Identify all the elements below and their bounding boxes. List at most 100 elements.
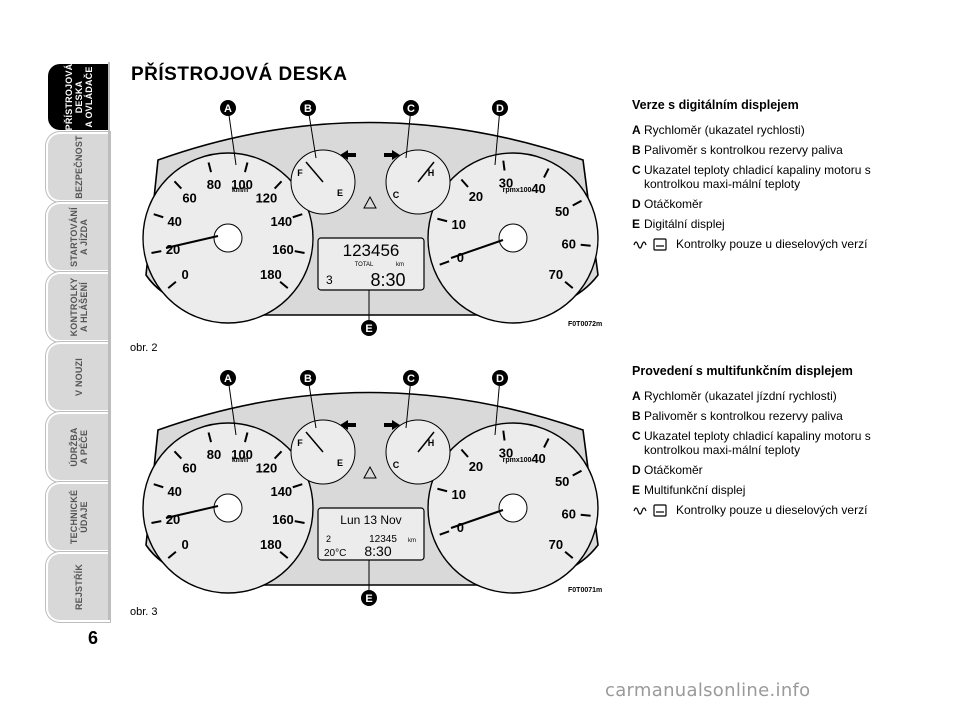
speed-tick bbox=[153, 213, 164, 219]
rail-divider bbox=[108, 62, 110, 620]
speedometer-hub bbox=[213, 493, 243, 523]
tab-rejstrik[interactable]: REJSTŘÍK bbox=[46, 552, 110, 622]
speed-tick-label: 120 bbox=[256, 190, 278, 205]
speed-tick bbox=[173, 180, 183, 190]
speed-tick-label: 100 bbox=[231, 177, 253, 192]
callout-label: E bbox=[365, 593, 372, 605]
display-odometer: 123456 bbox=[343, 241, 400, 260]
tab-v-nouzi[interactable]: V NOUZI bbox=[46, 342, 110, 412]
callout-badge bbox=[300, 100, 316, 116]
rpm-tick-label: 40 bbox=[531, 181, 545, 196]
callout-leader bbox=[307, 377, 317, 429]
speed-tick-label: 140 bbox=[270, 214, 292, 229]
callout-label: D bbox=[496, 103, 504, 115]
callout-leader bbox=[494, 107, 501, 166]
rpm-unit-label: rpmx100 bbox=[503, 457, 532, 464]
right-turn-icon bbox=[384, 150, 400, 160]
rpm-tick bbox=[564, 550, 574, 559]
fuel-full-label: F bbox=[297, 168, 303, 178]
speed-tick-label: 160 bbox=[272, 242, 294, 257]
rpm-tick-label: 70 bbox=[549, 267, 563, 282]
temp-hot-label: H bbox=[428, 168, 435, 178]
speed-tick bbox=[173, 450, 183, 460]
fuel-needle bbox=[305, 431, 324, 453]
rpm-tick bbox=[502, 430, 506, 441]
rpm-tick bbox=[564, 280, 574, 289]
speed-tick-label: 80 bbox=[207, 447, 221, 462]
display-temperature: 20°C bbox=[324, 548, 346, 559]
callout-leader bbox=[307, 107, 317, 159]
display-odometer: 12345 bbox=[369, 534, 397, 545]
speed-tick bbox=[151, 520, 162, 525]
temp-cold-label: C bbox=[393, 190, 400, 200]
tachometer-needle bbox=[450, 239, 504, 259]
speed-tick bbox=[292, 483, 303, 489]
callout-leader bbox=[405, 107, 412, 159]
display-small-value: 2 bbox=[326, 534, 331, 544]
callout-badge bbox=[220, 100, 236, 116]
tachometer-needle bbox=[450, 509, 504, 529]
speed-tick bbox=[243, 162, 249, 173]
tab-technicke-udaje[interactable]: TECHNICKÉ ÚDAJE bbox=[46, 482, 110, 552]
speed-tick bbox=[273, 450, 283, 460]
display-date: Lun 13 Nov bbox=[340, 513, 401, 527]
tachometer-hub bbox=[498, 223, 528, 253]
right-turn-icon bbox=[384, 420, 400, 430]
left-turn-icon bbox=[340, 150, 356, 160]
rpm-tick bbox=[543, 168, 550, 178]
tab-udrzba[interactable]: ÚDRŽBA A PÉČE bbox=[46, 412, 110, 482]
display-total-label: TOTAL bbox=[355, 262, 374, 268]
tab-startovani[interactable]: STARTOVÁNÍ A JÍZDA bbox=[46, 202, 110, 272]
fuel-full-label: F bbox=[297, 438, 303, 448]
callout-label: D bbox=[496, 373, 504, 385]
page-number: 6 bbox=[88, 628, 99, 648]
rpm-tick-label: 20 bbox=[469, 459, 483, 474]
figure-caption: obr. 2 bbox=[130, 342, 158, 354]
speed-tick bbox=[294, 520, 305, 525]
rpm-tick bbox=[437, 487, 448, 493]
hazard-icon bbox=[363, 465, 377, 479]
rpm-tick-label: 30 bbox=[499, 175, 513, 190]
rpm-tick-label: 50 bbox=[555, 204, 569, 219]
callout-label: B bbox=[304, 103, 312, 115]
speed-tick-label: 20 bbox=[166, 242, 180, 257]
speed-tick-label: 160 bbox=[272, 512, 294, 527]
tab-pristrojova-deska[interactable]: PŘÍSTROJOVÁ DESKA A OVLÁDAČE bbox=[46, 62, 110, 132]
display-odometer-unit: km bbox=[396, 262, 404, 268]
fuel-empty-label: E bbox=[337, 188, 343, 198]
callout-badge bbox=[403, 370, 419, 386]
temp-needle bbox=[417, 431, 435, 453]
callout-label: B bbox=[304, 373, 312, 385]
hazard-icon bbox=[363, 195, 377, 209]
callout-badge bbox=[220, 370, 236, 386]
speed-tick bbox=[153, 483, 164, 489]
callout-label: A bbox=[224, 103, 232, 115]
callout-badge bbox=[361, 320, 377, 336]
speed-tick bbox=[243, 432, 249, 443]
rpm-tick bbox=[439, 260, 450, 266]
callout-badge bbox=[492, 370, 508, 386]
callout-leader bbox=[227, 377, 237, 436]
rpm-tick bbox=[460, 178, 469, 188]
rpm-tick-label: 0 bbox=[457, 250, 464, 265]
display-time: 8:30 bbox=[370, 270, 405, 290]
watermark: carmanualsonline.info bbox=[605, 680, 811, 701]
rpm-tick bbox=[572, 199, 582, 207]
speed-tick-label: 0 bbox=[181, 537, 188, 552]
tab-bezpecnost[interactable]: BEZPEČNOST bbox=[46, 132, 110, 202]
speed-tick bbox=[167, 550, 177, 559]
display-time: 8:30 bbox=[364, 543, 391, 559]
callout-label: A bbox=[224, 373, 232, 385]
tab-kontrolky[interactable]: KONTROLKY A HLÁŠENÍ bbox=[46, 272, 110, 342]
callout-leader bbox=[227, 107, 237, 166]
rpm-tick bbox=[580, 243, 591, 247]
fuel-empty-label: E bbox=[337, 458, 343, 468]
